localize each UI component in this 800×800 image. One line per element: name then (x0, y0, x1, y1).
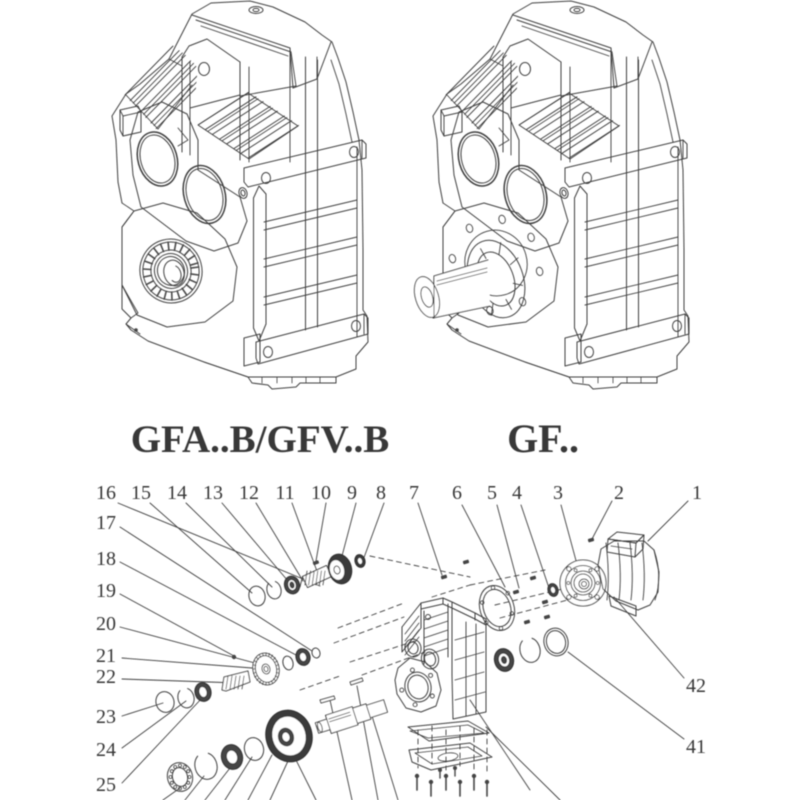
svg-text:21: 21 (96, 645, 116, 667)
svg-text:14: 14 (167, 482, 187, 504)
svg-text:12: 12 (239, 482, 259, 504)
svg-text:2: 2 (614, 482, 624, 504)
svg-text:GF..: GF.. (507, 416, 579, 461)
svg-text:10: 10 (311, 482, 331, 504)
svg-text:19: 19 (96, 580, 116, 602)
svg-text:22: 22 (96, 666, 116, 688)
svg-text:11: 11 (275, 482, 294, 504)
svg-text:GFA..B/GFV..B: GFA..B/GFV..B (131, 418, 390, 461)
svg-text:8: 8 (376, 482, 386, 504)
svg-text:3: 3 (553, 482, 563, 504)
svg-text:41: 41 (686, 736, 706, 758)
svg-text:18: 18 (96, 548, 116, 570)
svg-text:17: 17 (96, 512, 116, 534)
svg-text:42: 42 (686, 675, 706, 697)
svg-text:7: 7 (409, 482, 419, 504)
svg-text:1: 1 (692, 482, 702, 504)
svg-text:5: 5 (487, 482, 497, 504)
svg-text:25: 25 (96, 774, 116, 796)
svg-text:20: 20 (96, 613, 116, 635)
svg-text:9: 9 (347, 482, 357, 504)
svg-text:15: 15 (131, 482, 151, 504)
svg-text:13: 13 (203, 482, 223, 504)
svg-text:23: 23 (96, 706, 116, 728)
svg-text:6: 6 (452, 482, 462, 504)
svg-text:16: 16 (96, 482, 116, 504)
svg-text:24: 24 (96, 739, 116, 761)
svg-text:4: 4 (512, 482, 522, 504)
